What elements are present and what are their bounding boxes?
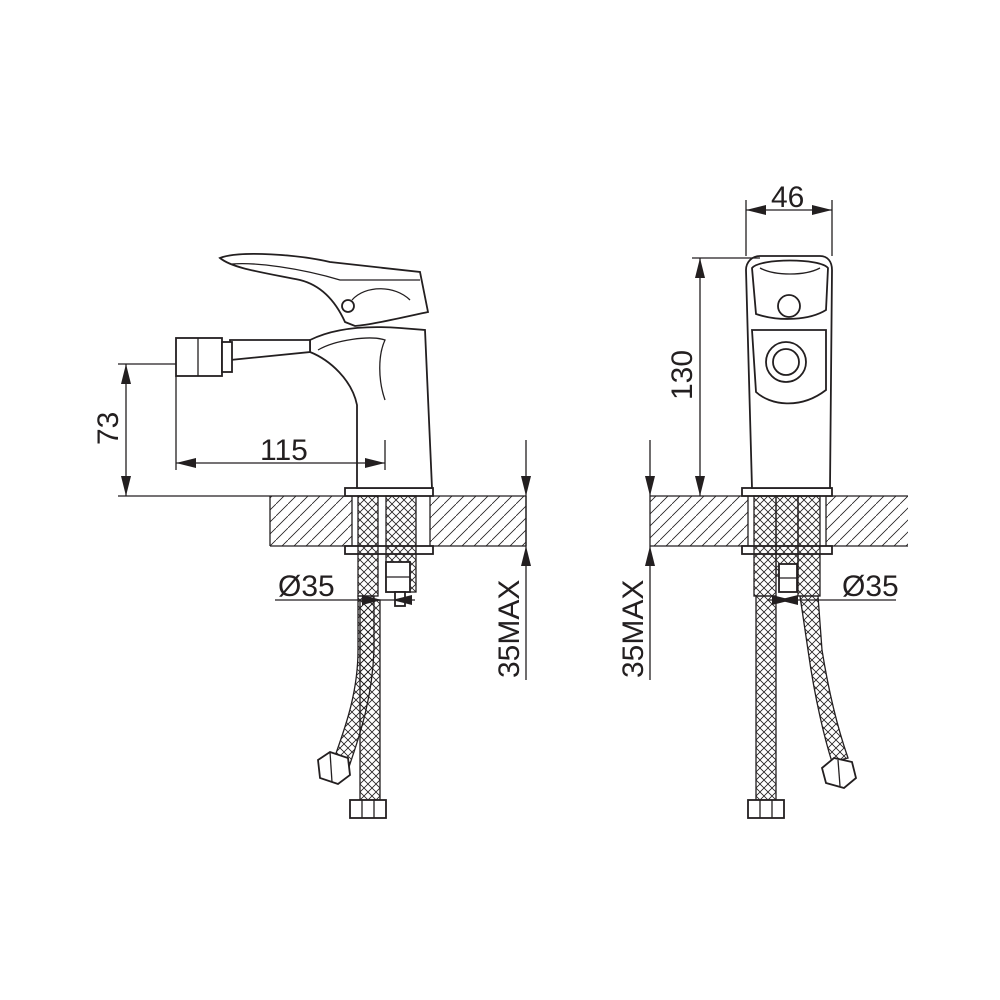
faucet-body <box>175 253 433 489</box>
dimension-label-35max-side: 35MAX <box>493 580 526 678</box>
faucet-body-front <box>745 255 833 489</box>
dimension-label-73: 73 <box>92 412 125 445</box>
dimension-height-130: 130 <box>666 257 760 496</box>
dimension-label-46: 46 <box>771 181 804 214</box>
dimension-thickness-front: 35MAX <box>617 440 655 680</box>
mounting-assembly-front <box>741 487 833 597</box>
flexible-hoses-front <box>747 595 858 819</box>
dimension-height-73: 73 <box>92 363 270 497</box>
dimension-label-diameter-side: Ø35 <box>278 570 335 603</box>
dimension-width-46: 46 <box>745 181 833 256</box>
dimension-label-diameter-front: Ø35 <box>842 570 899 603</box>
dimension-label-115: 115 <box>260 434 308 467</box>
side-view: 73 115 Ø35 35MAX <box>92 253 531 819</box>
front-view: 46 130 Ø35 35MAX <box>617 181 908 819</box>
dimension-diameter-35-side: Ø35 <box>275 570 415 605</box>
dimension-thickness-side: 35MAX <box>493 440 531 680</box>
dimension-label-35max-front: 35MAX <box>617 580 650 678</box>
dimension-label-130: 130 <box>666 350 699 400</box>
flexible-hoses <box>317 595 387 819</box>
dimension-reach-115: 115 <box>175 376 386 470</box>
dimension-diameter-35-front: Ø35 <box>768 570 899 605</box>
mounting-assembly <box>344 487 434 607</box>
